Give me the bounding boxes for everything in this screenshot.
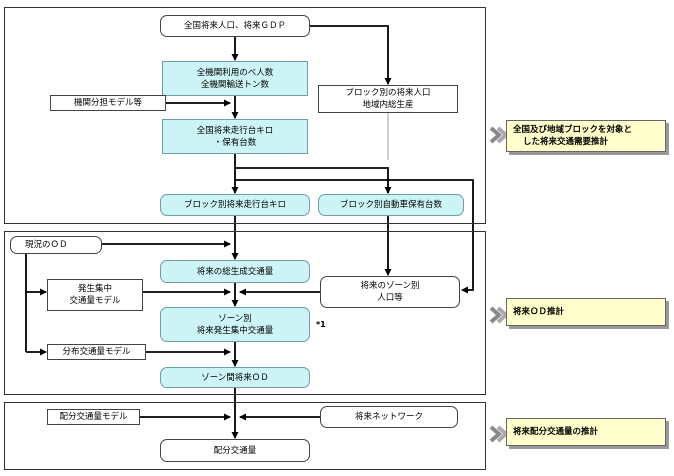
block-car-ownership-box: ブロック別自動車保有台数 bbox=[318, 194, 464, 216]
od-estimation-label: 将来ＯＤ推計 bbox=[506, 298, 666, 326]
zone-generated-line1: ゾーン別 bbox=[218, 313, 252, 324]
vehicle-km-line: 全国将来走行台キロ bbox=[196, 125, 274, 136]
mode-tonnage-line: 全機関輸送トン数 bbox=[200, 79, 269, 90]
chevron-right-icon bbox=[489, 306, 508, 324]
vehicle-ownership-line: ・保有台数 bbox=[213, 137, 257, 148]
side-label-top-line1: 全国及び地域ブロックを対象と bbox=[513, 125, 633, 135]
modal-split-model-box: 機関分担モデル等 bbox=[50, 95, 166, 111]
assignment-estimation-label: 将来配分交通量の推計 bbox=[506, 418, 666, 446]
assigned-volume-box: 配分交通量 bbox=[160, 439, 310, 462]
zone-od-box: ゾーン間将来ＯＤ bbox=[160, 367, 310, 388]
block-vehicle-km-box: ブロック別将来走行台キロ bbox=[160, 194, 310, 216]
footnote-mark: *1 bbox=[316, 320, 326, 329]
chevron-right-icon bbox=[489, 425, 508, 443]
block-population-line: ブロック別の将来人口 bbox=[345, 88, 431, 98]
zone-generated-traffic-box: ゾーン別 将来発生集中交通量 bbox=[160, 307, 310, 342]
distribution-model-box: 分布交通量モデル bbox=[47, 344, 146, 360]
od-estimation-section-panel bbox=[4, 231, 486, 395]
current-od-box: 現況のＯＤ bbox=[10, 236, 102, 254]
total-generated-traffic-box: 将来の総生成交通量 bbox=[160, 260, 310, 283]
generation-attraction-model-box: 発生集中 交通量モデル bbox=[47, 279, 143, 311]
national-block-demand-label: 全国及び地域ブロックを対象と した将来交通需要推計 bbox=[506, 120, 666, 152]
chevron-right-icon bbox=[489, 126, 508, 144]
side-label-top-line2: した将来交通需要推計 bbox=[523, 137, 609, 147]
mode-users-line: 全機関利用のべ人数 bbox=[196, 67, 274, 78]
future-network-box: 将来ネットワーク bbox=[320, 406, 458, 428]
mode-users-tonnage-box: 全機関利用のべ人数 全機関輸送トン数 bbox=[162, 61, 308, 96]
assignment-model-box: 配分交通量モデル bbox=[47, 409, 140, 425]
assignment-section-panel bbox=[4, 402, 486, 470]
block-gdp-line: 地域内総生産 bbox=[362, 100, 414, 110]
zone-generated-line2: 将来発生集中交通量 bbox=[196, 325, 274, 336]
national-block-section-panel bbox=[4, 7, 486, 224]
block-population-gdp-box: ブロック別の将来人口 地域内総生産 bbox=[318, 85, 458, 113]
national-population-gdp-box: 全国将来人口、将来ＧＤＰ bbox=[160, 15, 310, 37]
zone-population-box: 将来のゾーン別 人口等 bbox=[320, 276, 460, 308]
generation-model-line1: 発生集中 bbox=[77, 284, 112, 294]
zone-population-line2: 人口等 bbox=[377, 293, 403, 303]
generation-model-line2: 交通量モデル bbox=[69, 296, 121, 306]
national-vehicle-km-box: 全国将来走行台キロ ・保有台数 bbox=[162, 119, 308, 154]
zone-population-line1: 将来のゾーン別 bbox=[360, 281, 420, 291]
